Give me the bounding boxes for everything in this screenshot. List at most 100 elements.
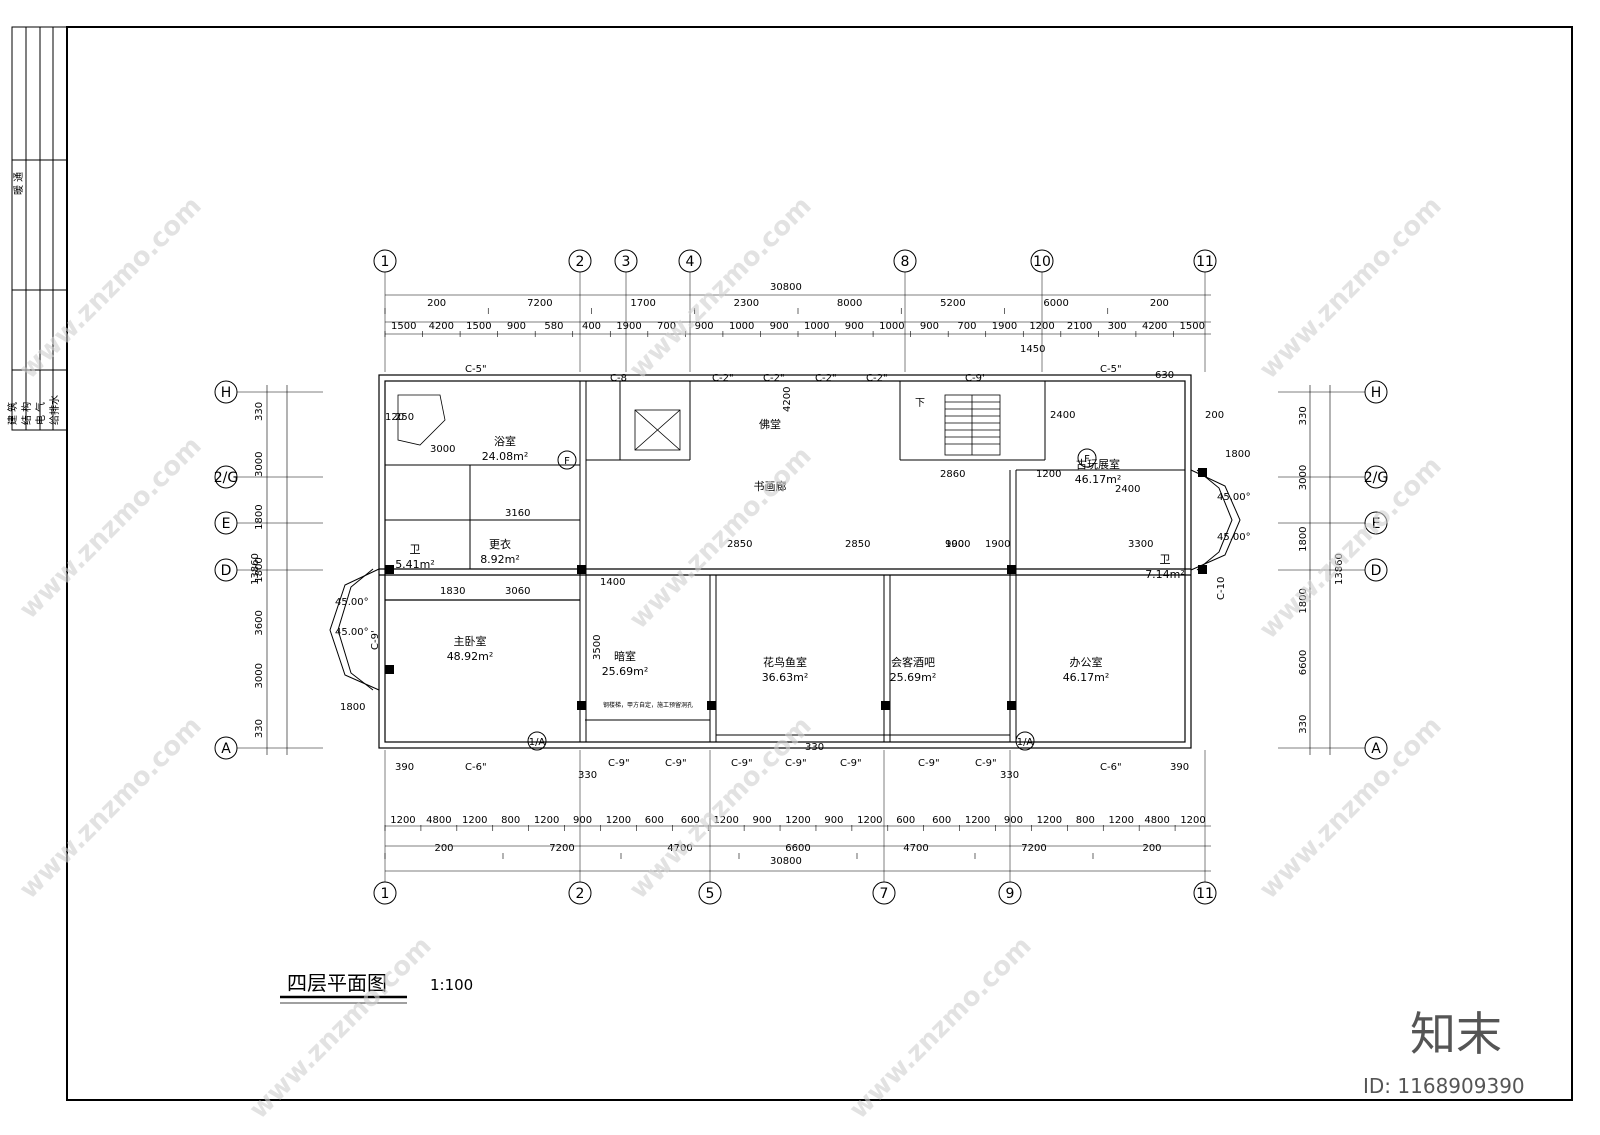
- window-tag: C-9": [975, 758, 997, 769]
- dim-misc-value: 1900: [985, 539, 1010, 550]
- dim-bottom-row1-value: 4800: [426, 815, 451, 826]
- dim-misc-value: 2400: [1115, 484, 1140, 495]
- dim-bottom-row1-value: 4800: [1144, 815, 1169, 826]
- dim-bottom-row1-value: 1200: [534, 815, 559, 826]
- dim-misc-value: 1800: [1225, 449, 1250, 460]
- room-area: 8.92m²: [480, 553, 520, 566]
- room-area: 5.41m²: [395, 558, 435, 571]
- dim-bottom-total: 30800: [770, 856, 802, 867]
- room-labels: 浴室24.08m²佛堂书画廊古玩展室46.17m²更衣8.92m²卫5.41m²…: [395, 418, 1185, 684]
- dim-right-value: 330: [1298, 406, 1309, 425]
- dim-bottom-row1-value: 1200: [1037, 815, 1062, 826]
- dim-misc-value: 1800: [340, 702, 365, 713]
- title-block-labels: 建 筑结 构电 气给排水: [6, 395, 61, 425]
- dim-misc-value: 3300: [1128, 539, 1153, 550]
- dim-bottom-row1-value: 1200: [857, 815, 882, 826]
- room-area: 24.08m²: [482, 450, 529, 463]
- room-area: 25.69m²: [602, 665, 649, 678]
- room-area: 46.17m²: [1075, 473, 1122, 486]
- dim-left-value: 3000: [254, 663, 265, 688]
- dim-top-row2-value: 700: [957, 321, 976, 332]
- dim-top-row2-value: 1000: [804, 321, 829, 332]
- dim-left-value: 330: [254, 719, 265, 738]
- exterior-walls: [378, 374, 1192, 749]
- room-area: 7.14m²: [1145, 568, 1185, 581]
- dimension-lines: [266, 294, 1331, 872]
- dim-misc-value: 2850: [845, 539, 870, 550]
- bathtub-fixture: [397, 394, 446, 446]
- axis-label: 1: [381, 886, 390, 902]
- dim-misc-value: 1830: [440, 586, 465, 597]
- dim-top-row1-value: 1700: [630, 298, 655, 309]
- brand-logo: 知末: [1410, 1007, 1502, 1061]
- axis-grid-lines: [237, 272, 1365, 882]
- window-tag: C-9": [785, 758, 807, 769]
- window-tag: C-5": [1100, 364, 1122, 375]
- axis-bubble: [568, 249, 592, 273]
- dim-left-value: 330: [254, 402, 265, 421]
- dim-misc-value: 4200: [782, 387, 793, 412]
- axis-label: 8: [901, 254, 910, 270]
- dim-bottom-row1-value: 1200: [606, 815, 631, 826]
- dim-misc-value: 1900: [945, 539, 970, 550]
- sub-axis-bubble: [527, 731, 547, 751]
- dim-top-total: 30800: [770, 282, 802, 293]
- dim-left-value: 3000: [254, 452, 265, 477]
- dim-bottom-row2-value: 4700: [903, 843, 928, 854]
- dim-misc-value: 2850: [727, 539, 752, 550]
- title-block: [11, 26, 68, 431]
- dim-top-row1-value: 200: [1150, 298, 1169, 309]
- dim-bottom-row1-value: 900: [824, 815, 843, 826]
- axis-label: 1: [381, 254, 390, 270]
- dim-misc-value: 45.00°: [335, 597, 369, 608]
- dim-bottom-row2-value: 7200: [1021, 843, 1046, 854]
- dim-top-row2-value: 900: [845, 321, 864, 332]
- dim-top-row1-value: 2300: [734, 298, 759, 309]
- dim-top-row2-value: 900: [770, 321, 789, 332]
- dim-misc-value: 630: [1155, 370, 1174, 381]
- dim-right-total: 13860: [1334, 553, 1345, 585]
- axis-bubble: [214, 736, 238, 760]
- dim-bottom-row1-value: 600: [932, 815, 951, 826]
- dim-misc-value: 1450: [1020, 344, 1045, 355]
- drawing-title: 四层平面图: [287, 971, 387, 995]
- axis-label: 9: [1006, 886, 1015, 902]
- dim-misc-value: 390: [395, 762, 414, 773]
- axis-bubble: [214, 511, 238, 535]
- axis-label: 4: [686, 254, 695, 270]
- dim-top-row2-value: 700: [657, 321, 676, 332]
- axis-bubble: [373, 881, 397, 905]
- dim-misc-value: 330: [805, 742, 824, 753]
- axis-bubble: [1364, 511, 1388, 535]
- room-name: 浴室: [494, 434, 516, 448]
- axis-bubble: [1364, 736, 1388, 760]
- dim-top-row2-value: 400: [582, 321, 601, 332]
- window-tag: C-2": [815, 373, 837, 384]
- axis-bubble: [1193, 249, 1217, 273]
- room-name: 佛堂: [759, 418, 781, 431]
- dim-misc-value: 3500: [592, 635, 603, 660]
- window-tag: C-9": [665, 758, 687, 769]
- axis-bubble: [568, 881, 592, 905]
- drawing-frame: [66, 26, 1573, 1101]
- window-tag: C-9': [965, 373, 985, 384]
- dim-bottom-row1-value: 900: [753, 815, 772, 826]
- axis-label: H: [1371, 385, 1382, 401]
- dim-misc-value: 900: [945, 539, 964, 550]
- dim-right-value: 330: [1298, 715, 1309, 734]
- dim-bottom-row1-value: 1200: [713, 815, 738, 826]
- dim-bottom-row1-value: 600: [645, 815, 664, 826]
- axis-label: D: [221, 563, 232, 579]
- axis-label: 5: [706, 886, 715, 902]
- dim-bottom-row2-value: 4700: [667, 843, 692, 854]
- window-tag: C-9': [370, 630, 381, 650]
- dim-right-value: 1800: [1298, 526, 1309, 551]
- structural-columns: [385, 468, 1207, 710]
